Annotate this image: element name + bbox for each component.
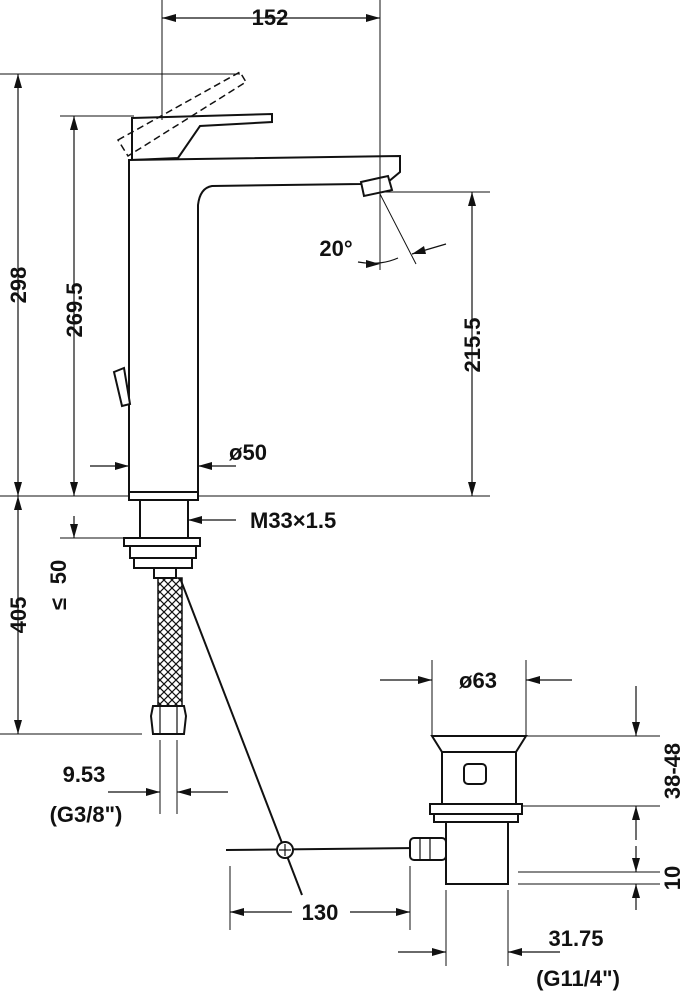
- dim-215-5-label: 215.5: [460, 317, 485, 372]
- popup-knob: [112, 366, 132, 408]
- dim-dia-50-label: ø50: [229, 440, 267, 465]
- dim-38-48-label: 38-48: [660, 743, 685, 799]
- dim-38-48: 38-48: [522, 686, 685, 840]
- drain-window: [463, 763, 487, 785]
- dim-20-deg: 20°: [319, 193, 447, 268]
- hose-fitting: [153, 567, 177, 579]
- drain-nut: [433, 813, 519, 823]
- dim-31-75-label: 31.75: [548, 926, 603, 951]
- dim-max-50-symbol: ≤: [46, 598, 71, 610]
- dim-10-label: 10: [660, 866, 685, 890]
- dim-31-75: 31.75 (G11/4"): [398, 890, 620, 991]
- drain-cap: [430, 735, 528, 753]
- base-ring: [128, 491, 199, 501]
- dim-31-75-thread: (G11/4"): [536, 966, 620, 991]
- dim-269-5-label: 269.5: [62, 282, 87, 337]
- lever-raised-outline: [116, 70, 248, 158]
- dim-thread-m33: M33×1.5: [188, 508, 336, 533]
- threaded-shank: [139, 499, 189, 539]
- dim-9-53-label: 9.53: [63, 762, 106, 787]
- hose-nut: [149, 705, 188, 735]
- dim-152: 152: [161, 0, 381, 270]
- dim-130: 130: [229, 866, 411, 930]
- popup-rod: [179, 577, 419, 896]
- flexible-hose: [157, 577, 183, 707]
- dim-405: 405: [0, 496, 142, 735]
- dim-max-50: 50 ≤: [46, 495, 124, 610]
- thread-label: M33×1.5: [250, 508, 336, 533]
- drain-tail: [445, 821, 509, 885]
- dim-298: 298: [0, 73, 240, 497]
- dim-405-label: 405: [6, 597, 31, 634]
- rod-connector: [409, 837, 447, 861]
- dim-215-5: 215.5: [198, 191, 490, 497]
- dim-130-label: 130: [302, 900, 339, 925]
- dim-20-deg-label: 20°: [319, 236, 352, 261]
- drain-valve: [409, 735, 528, 885]
- dim-dia-50: ø50: [90, 440, 267, 492]
- dim-dia-63-label: ø63: [459, 668, 497, 693]
- dim-152-label: 152: [252, 5, 289, 30]
- mounting-plate: [133, 557, 193, 569]
- dim-10: 10: [518, 846, 685, 910]
- dim-298-label: 298: [6, 267, 31, 304]
- dim-9-53: 9.53 (G3/8"): [50, 740, 228, 827]
- dim-9-53-thread: (G3/8"): [50, 802, 123, 827]
- faucet-body: [112, 70, 401, 735]
- mounting-washer: [123, 537, 201, 547]
- dim-max-50-label: 50: [46, 560, 71, 584]
- dim-269-5: 269.5: [60, 115, 134, 496]
- drain-flange: [429, 803, 523, 815]
- mounting-nut: [129, 545, 197, 559]
- dim-dia-63: ø63: [380, 660, 572, 736]
- aerator: [359, 174, 394, 198]
